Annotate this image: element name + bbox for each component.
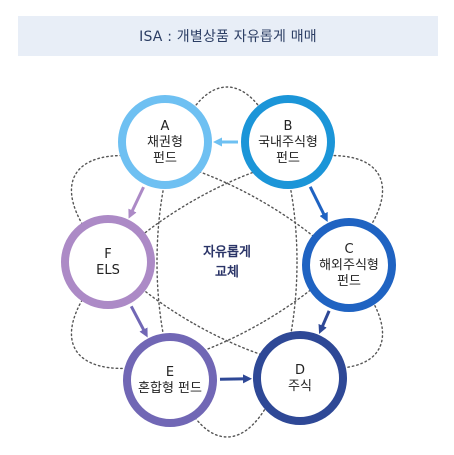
dotted-orbit-3 bbox=[70, 154, 384, 370]
node-letter: F bbox=[104, 247, 111, 262]
arrow-f-to-e bbox=[129, 305, 148, 338]
node-circle-e bbox=[123, 333, 217, 427]
node-label: 국내주식형 bbox=[258, 135, 318, 150]
node-label: 펀드 bbox=[337, 274, 361, 289]
node-circle-d bbox=[253, 331, 347, 425]
node-label: 펀드 bbox=[276, 151, 300, 166]
node-label: ELS bbox=[96, 263, 120, 278]
node-circle-a bbox=[118, 95, 212, 189]
center-text-line: 자유롭게 bbox=[203, 244, 251, 260]
node-circle-f bbox=[61, 215, 155, 309]
node-label: 채권형 bbox=[147, 135, 183, 150]
node-letter: C bbox=[344, 242, 353, 257]
node-label: 해외주식형 bbox=[319, 258, 379, 273]
dotted-orbit-lines bbox=[70, 86, 384, 438]
dotted-orbit-2 bbox=[70, 154, 384, 370]
arrow-c-to-d bbox=[318, 310, 331, 334]
dotted-orbit-1 bbox=[156, 86, 298, 438]
node-circle-c bbox=[302, 218, 396, 312]
node-letter: B bbox=[284, 119, 293, 134]
arrow-a-to-f bbox=[128, 186, 145, 219]
page-title: ISA : 개별상품 자유롭게 매매 bbox=[139, 29, 317, 45]
node-letter: A bbox=[161, 119, 170, 134]
node-label: 펀드 bbox=[153, 151, 177, 166]
node-letter: D bbox=[295, 363, 305, 378]
title-banner: ISA : 개별상품 자유롭게 매매 bbox=[18, 16, 438, 56]
arrow-layer bbox=[128, 137, 331, 384]
arrow-b-to-c bbox=[308, 186, 328, 222]
center-text-line: 교체 bbox=[215, 265, 239, 280]
node-circle-b bbox=[241, 95, 335, 189]
node-label: 혼합형 펀드 bbox=[138, 381, 202, 396]
node-letter: E bbox=[166, 365, 174, 380]
node-d: D주식 bbox=[253, 331, 347, 425]
node-label: 주식 bbox=[288, 379, 312, 394]
